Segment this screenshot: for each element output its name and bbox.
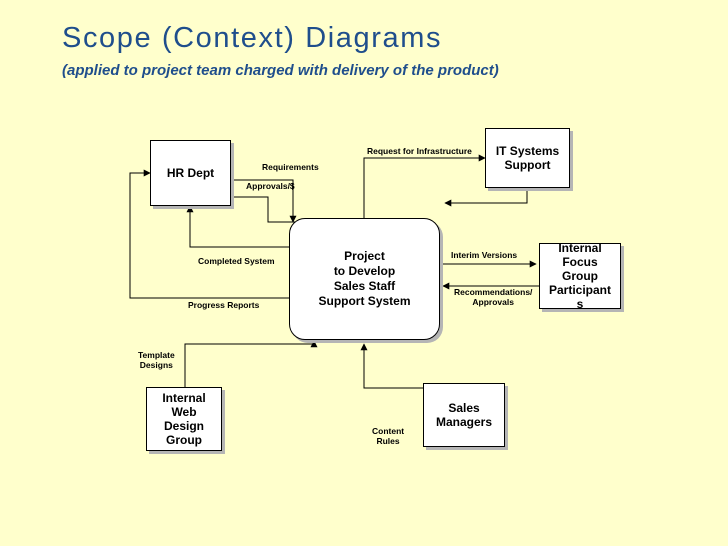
flow-it-support [444, 188, 528, 207]
focus-group-label: Internal Focus Group Participant s [548, 241, 611, 311]
label-request-infrastructure: Request for Infrastructure [367, 146, 472, 156]
focus-group-box: Internal Focus Group Participant s [539, 241, 621, 311]
web-design-label: Internal Web Design Group [162, 391, 206, 447]
flow-approvals [231, 196, 314, 226]
flow-content-rules [360, 343, 423, 389]
label-content-rules: Content Rules [372, 426, 405, 446]
sales-managers-box: Sales Managers [423, 383, 505, 447]
flow-requirements [231, 179, 297, 223]
label-requirements: Requirements [262, 162, 319, 172]
label-recommendations: Recommendations/ Approvals [454, 287, 533, 307]
label-interim-versions: Interim Versions [451, 250, 518, 260]
hr-dept-box: HR Dept [150, 140, 231, 206]
label-approvals: Approvals/$ [246, 181, 295, 191]
flow-completed-system [186, 205, 289, 248]
it-systems-label: IT Systems Support [495, 144, 560, 172]
flow-request-infrastructure [363, 154, 486, 218]
flow-progress-reports [129, 169, 289, 299]
page-title: Scope (Context) Diagrams [62, 22, 443, 54]
flow-template-designs [184, 340, 318, 387]
label-template-designs: Template Designs [138, 350, 175, 370]
project-box: Project to Develop Sales Staff Support S… [289, 218, 440, 340]
sales-managers-label: Sales Managers [435, 401, 493, 429]
label-completed-system: Completed System [198, 256, 275, 266]
label-progress-reports: Progress Reports [188, 300, 260, 310]
it-systems-box: IT Systems Support [485, 128, 570, 188]
hr-dept-label: HR Dept [166, 166, 215, 180]
web-design-box: Internal Web Design Group [146, 387, 222, 451]
page-subtitle: (applied to project team charged with de… [62, 62, 499, 79]
project-label: Project to Develop Sales Staff Support S… [318, 249, 411, 308]
